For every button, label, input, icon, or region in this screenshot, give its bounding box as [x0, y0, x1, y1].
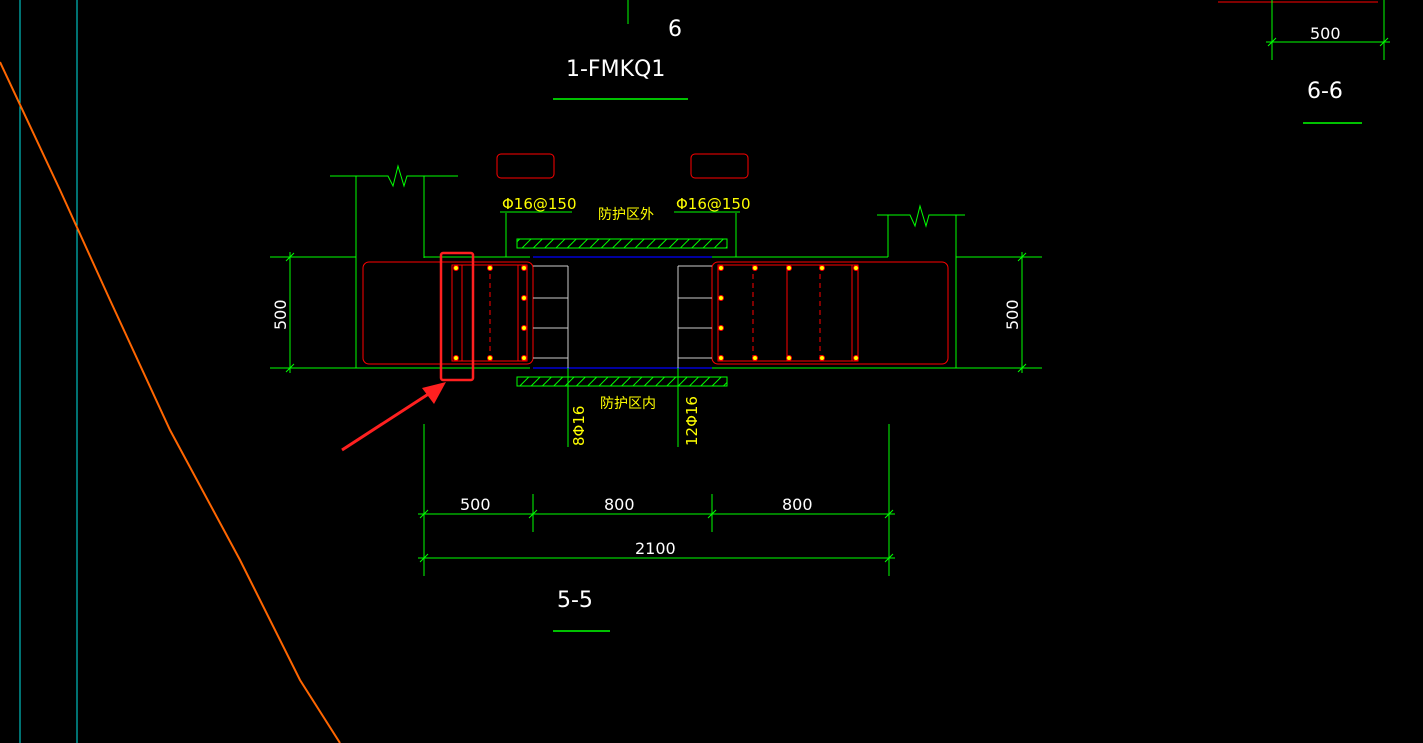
zone-label-outside: 防护区外 — [598, 207, 654, 223]
rebar-label-top-left: Φ16@150 — [502, 195, 577, 213]
rebar-label-bottom-right: 12Φ16 — [683, 396, 701, 446]
top-right-dimension-text: 500 — [1310, 24, 1341, 43]
left-wall-body — [362, 261, 534, 365]
pad-left — [496, 153, 555, 179]
drawing-code-label: 1-FMKQ1 — [566, 57, 665, 82]
right-height-dimension — [1017, 252, 1027, 373]
top-right-dimension — [1218, 0, 1390, 60]
left-wall-outline — [270, 164, 530, 369]
section-title-main: 5-5 — [557, 588, 593, 613]
section-title-right: 6-6 — [1307, 79, 1343, 104]
rebar-label-bottom-left: 8Φ16 — [570, 406, 588, 446]
pointer-arrow — [341, 382, 446, 452]
left-height-dimension — [285, 252, 295, 373]
bottom-dimension-total: 2100 — [635, 539, 676, 558]
axis-lines — [19, 0, 78, 743]
pad-right — [690, 153, 749, 179]
opening-blue-lines — [533, 256, 712, 369]
right-height-dimension-text: 500 — [1003, 299, 1022, 330]
bottom-dimension-segment-3: 800 — [782, 495, 813, 514]
orange-boundary-curve — [0, 61, 341, 743]
right-stirrups — [717, 264, 859, 362]
zone-label-inside: 防护区内 — [600, 396, 656, 412]
bottom-dimension-segment-1: 500 — [460, 495, 491, 514]
door-leaf-bottom — [516, 376, 728, 387]
left-stirrups — [451, 264, 528, 362]
opening-frame — [533, 265, 712, 368]
bottom-dimension-segment-2: 800 — [604, 495, 635, 514]
door-leaf-top — [516, 238, 728, 249]
view-number: 6 — [668, 17, 682, 42]
right-rebar-dots — [718, 265, 859, 361]
left-height-dimension-text: 500 — [271, 299, 290, 330]
bottom-dimension-chain — [418, 424, 895, 576]
right-wall-outline — [712, 204, 1042, 369]
highlight-box — [439, 251, 475, 382]
left-rebar-dots — [453, 265, 527, 361]
right-wall-body — [711, 261, 949, 365]
rebar-label-top-right: Φ16@150 — [676, 195, 751, 213]
